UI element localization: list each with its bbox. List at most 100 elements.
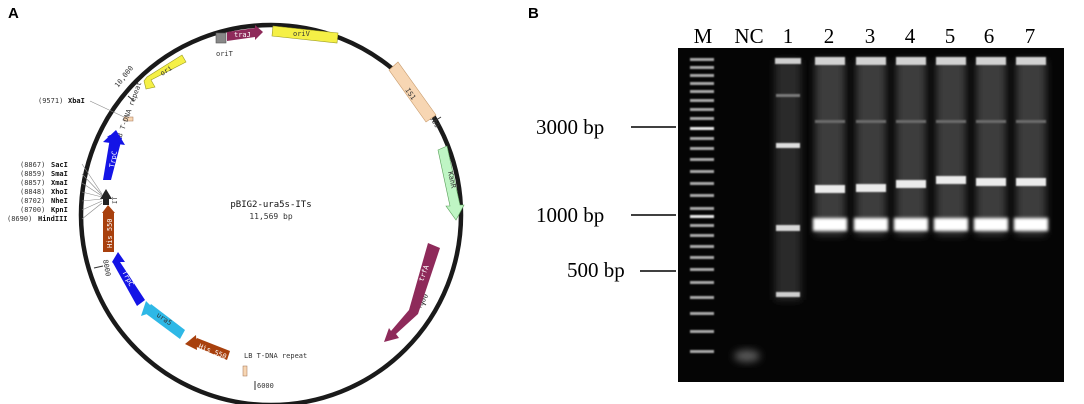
tick-10000	[127, 95, 135, 102]
his-bottom-arrowhead	[185, 335, 197, 350]
xmai-name: XmaI	[51, 179, 68, 187]
nhei-name: NheI	[51, 197, 68, 205]
sample-smear	[936, 60, 966, 235]
sample-band-main	[1014, 218, 1048, 231]
sample-band-well	[856, 57, 886, 65]
ladder-band	[690, 245, 714, 248]
panel-a-letter: A	[8, 5, 19, 22]
plasmid-size: 11,569 bp	[249, 212, 293, 221]
tick-label-8000: 8000	[101, 259, 112, 277]
xbai-pos: (9571)	[38, 97, 63, 105]
sample-band-main	[894, 218, 928, 231]
smai-pos: (8859)	[20, 170, 45, 178]
orit-feature	[215, 32, 227, 44]
sample-smear	[976, 60, 1006, 235]
ladder-band	[690, 182, 714, 185]
kanr-arrow	[437, 145, 465, 221]
ladder-band	[690, 194, 714, 197]
lane-label-4: 4	[905, 24, 916, 48]
sample-band-main	[974, 218, 1008, 231]
lane-1-band-c	[776, 225, 800, 231]
sample-band-main	[854, 218, 888, 231]
lane-1-band-b	[776, 143, 800, 148]
sample-band-faint	[1016, 120, 1046, 123]
sample-smear	[856, 60, 886, 235]
ladder-band	[690, 147, 714, 150]
traj-arrow	[227, 25, 263, 41]
sample-band-upper	[1016, 178, 1046, 186]
lane-1-band-top	[775, 58, 801, 64]
sample-band-upper	[976, 178, 1006, 186]
kpni-pos: (8700)	[20, 206, 45, 214]
plasmid-name: pBIG2-ura5s-ITs	[230, 200, 311, 210]
ladder-band	[690, 256, 714, 259]
panel-a: A 2000 4000 6000 8000 10,000 oriT traJ o…	[7, 5, 465, 404]
lb-label: LB T-DNA repeat	[244, 352, 307, 360]
xhoi-name: XhoI	[51, 188, 68, 196]
xbai-leader	[89, 100, 125, 118]
ladder-band	[690, 330, 714, 333]
is1-arrow	[388, 61, 437, 123]
trpc-top-label: TrpC	[108, 150, 119, 168]
ura5-arrow	[145, 304, 185, 339]
sample-band-faint	[856, 120, 886, 123]
sample-band-well	[1016, 57, 1046, 65]
ladder-band	[690, 127, 714, 130]
ladder-band	[690, 99, 714, 102]
lane-label-5: 5	[945, 24, 956, 48]
orit-label: oriT	[216, 50, 234, 58]
saci-pos: (8867)	[20, 161, 45, 169]
smai-name: SmaI	[51, 170, 68, 178]
hindiii-name: HindIII	[38, 215, 68, 223]
lb-repeat-feature	[242, 365, 248, 377]
sample-band-upper	[856, 184, 886, 192]
ladder-band	[690, 82, 714, 85]
nc-primer-smear	[734, 350, 760, 362]
lane-1-band-a	[776, 94, 800, 97]
sample-band-upper	[936, 176, 966, 184]
panel-b-letter: B	[528, 5, 539, 22]
ladder-band	[690, 296, 714, 299]
lane-1-band-d	[776, 292, 800, 297]
sample-band-faint	[815, 120, 845, 123]
ladder-band	[690, 268, 714, 271]
trpc-top-arrowhead	[103, 130, 125, 145]
sample-band-upper	[815, 185, 845, 193]
lane-label-2: 2	[824, 24, 835, 48]
trpc-bottom-arrow	[112, 252, 145, 306]
sample-band-upper	[896, 180, 926, 188]
ladder-band	[690, 137, 714, 140]
xmai-pos: (8857)	[20, 179, 45, 187]
sample-band-well	[815, 57, 845, 65]
marker-label-500: 500 bp	[567, 258, 625, 282]
rb-repeat-feature	[123, 116, 134, 122]
ura5-arrowhead	[141, 301, 156, 316]
ladder-band	[690, 158, 714, 161]
lane-label-nc: NC	[734, 24, 763, 48]
ladder-band	[690, 215, 714, 218]
lane-label-6: 6	[984, 24, 995, 48]
lane-label-m: M	[694, 24, 713, 48]
it-arrow	[100, 189, 112, 205]
ladder-band	[690, 224, 714, 227]
lane-label-1: 1	[783, 24, 794, 48]
lane-label-7: 7	[1025, 24, 1036, 48]
restriction-sites: (9571) XbaI (8867) SacI (8859) SmaI (885…	[7, 97, 125, 223]
sample-band-main	[934, 218, 968, 231]
ladder-band	[690, 108, 714, 111]
sample-band-faint	[936, 120, 966, 123]
ladder-band	[690, 117, 714, 120]
marker-label-3000: 3000 bp	[536, 115, 604, 139]
sample-band-well	[936, 57, 966, 65]
saci-name: SacI	[51, 161, 68, 169]
ladder-band	[690, 74, 714, 77]
cluster-leaders	[81, 163, 103, 220]
trpc-top-arrow	[103, 135, 122, 180]
sample-smear	[896, 60, 926, 235]
lane-1	[775, 58, 801, 300]
sample-smear	[815, 60, 845, 235]
ladder-band	[690, 312, 714, 315]
tick-2000	[432, 116, 442, 123]
his-top-arrow	[102, 205, 115, 252]
